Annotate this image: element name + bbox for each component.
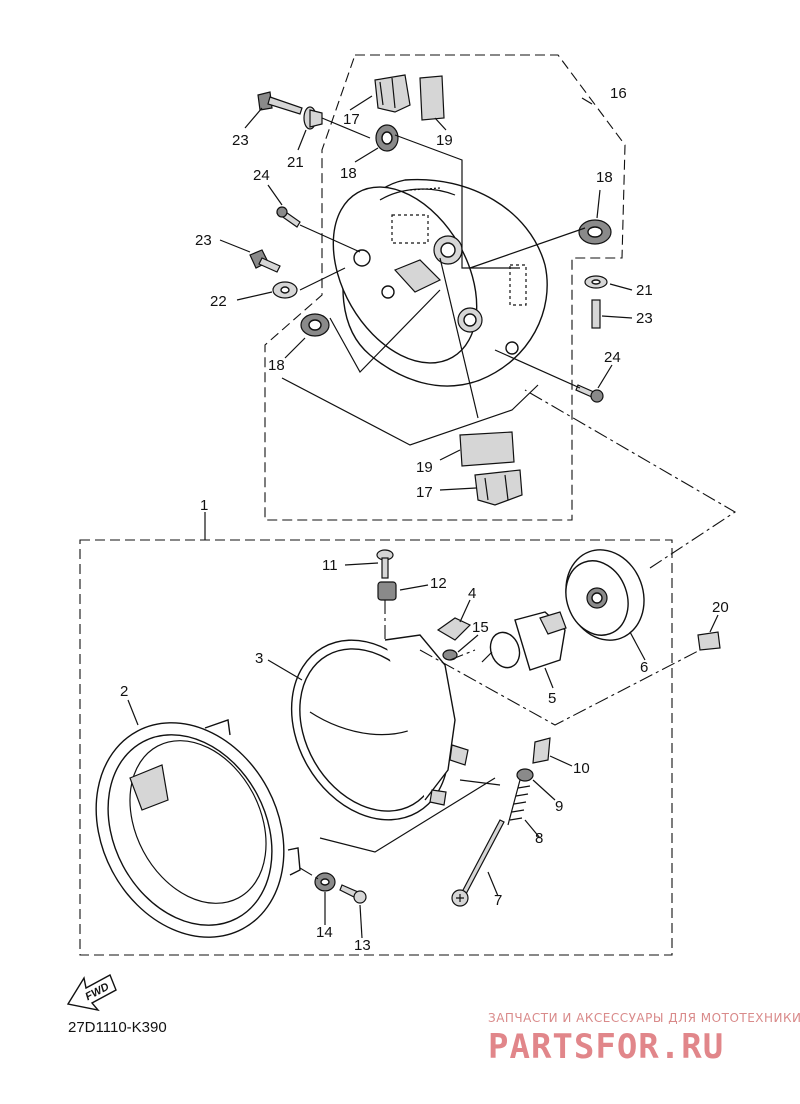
part-18-grommet-left — [300, 313, 330, 337]
callout-14: 14 — [316, 924, 333, 941]
part-11-screw — [376, 549, 394, 579]
part-21-collar-right — [584, 275, 608, 289]
part-7-adjust-screw — [451, 819, 505, 907]
callout-24-right: 24 — [604, 349, 621, 366]
callout-18-top: 18 — [340, 165, 357, 182]
callout-6: 6 — [640, 659, 648, 676]
leader-lines-upper — [281, 117, 586, 446]
part-22-washer — [272, 281, 298, 299]
group-16-outline — [264, 54, 626, 521]
part-20-pad — [697, 631, 721, 651]
callout-leaders — [127, 95, 719, 939]
callout-19-bottom: 19 — [416, 459, 433, 476]
part-17-clip-bottom — [474, 469, 523, 506]
part-8-spring — [507, 779, 531, 826]
part-10-collar — [532, 737, 551, 764]
callout-17-bottom: 17 — [416, 484, 433, 501]
leader-lines-lower — [299, 389, 737, 881]
callout-22: 22 — [210, 293, 227, 310]
part-24-screw-left — [276, 206, 301, 228]
part-24-screw-right — [575, 384, 604, 403]
part-18-grommet-right — [578, 219, 612, 245]
part-23-bolt-left — [249, 249, 281, 273]
callout-18-left: 18 — [268, 357, 285, 374]
callout-23-top: 23 — [232, 132, 249, 149]
callout-23-left: 23 — [195, 232, 212, 249]
watermark-brand: PARTSFOR.RU — [488, 1027, 724, 1067]
part-23-bolt-right — [591, 299, 601, 329]
part-19-pad-top — [419, 75, 445, 121]
callout-1: 1 — [200, 497, 208, 514]
callout-8: 8 — [535, 830, 543, 847]
callout-20: 20 — [712, 599, 729, 616]
callout-15: 15 — [472, 619, 489, 636]
callout-7: 7 — [494, 892, 502, 909]
diagram-code: 27D1110-K390 — [68, 1019, 167, 1036]
callout-9: 9 — [555, 798, 563, 815]
part-9-nut — [516, 768, 534, 782]
callout-3: 3 — [255, 650, 263, 667]
callout-11: 11 — [322, 557, 338, 574]
part-14-grommet — [314, 872, 336, 892]
callout-23-right: 23 — [636, 310, 653, 327]
callout-18-right: 18 — [596, 169, 613, 186]
part-23-bolt-top — [257, 91, 303, 115]
part-12-spacer — [377, 581, 397, 601]
fwd-arrow-icon: FWD — [66, 974, 117, 1012]
part-13-screw — [339, 884, 367, 904]
watermark: ЗАПЧАСТИ И АКСЕССУАРЫ ДЛЯ МОТОТЕХНИКИ PA… — [488, 1011, 800, 1067]
part-19-pad-bottom — [459, 431, 515, 467]
callout-24-top: 24 — [253, 167, 270, 184]
callout-16: 16 — [610, 85, 627, 102]
callout-4: 4 — [468, 585, 476, 602]
part-3-lens-unit — [290, 634, 469, 821]
watermark-tagline: ЗАПЧАСТИ И АКСЕССУАРЫ ДЛЯ МОТОТЕХНИКИ — [488, 1011, 800, 1025]
callout-12: 12 — [430, 575, 447, 592]
part-18-grommet-top — [375, 124, 399, 152]
callout-17-top: 17 — [343, 111, 360, 128]
callout-13: 13 — [354, 937, 371, 954]
part-21-collar-top — [303, 106, 323, 130]
part-17-clip-top — [374, 74, 411, 113]
part-5-bulb — [481, 611, 567, 671]
callout-19-top: 19 — [436, 132, 453, 149]
callout-5: 5 — [548, 690, 556, 707]
part-2-rim — [95, 719, 301, 938]
callout-10: 10 — [573, 760, 590, 777]
callout-21-right: 21 — [636, 282, 653, 299]
group-1-outline — [79, 539, 673, 956]
part-6-bulb-cover — [565, 549, 645, 641]
callout-21-top: 21 — [287, 154, 304, 171]
headlight-case — [332, 178, 548, 387]
callout-labels: 16 17 19 23 21 18 24 18 23 21 22 23 24 1… — [120, 85, 729, 954]
callout-2: 2 — [120, 683, 128, 700]
part-4-bracket — [436, 617, 472, 641]
